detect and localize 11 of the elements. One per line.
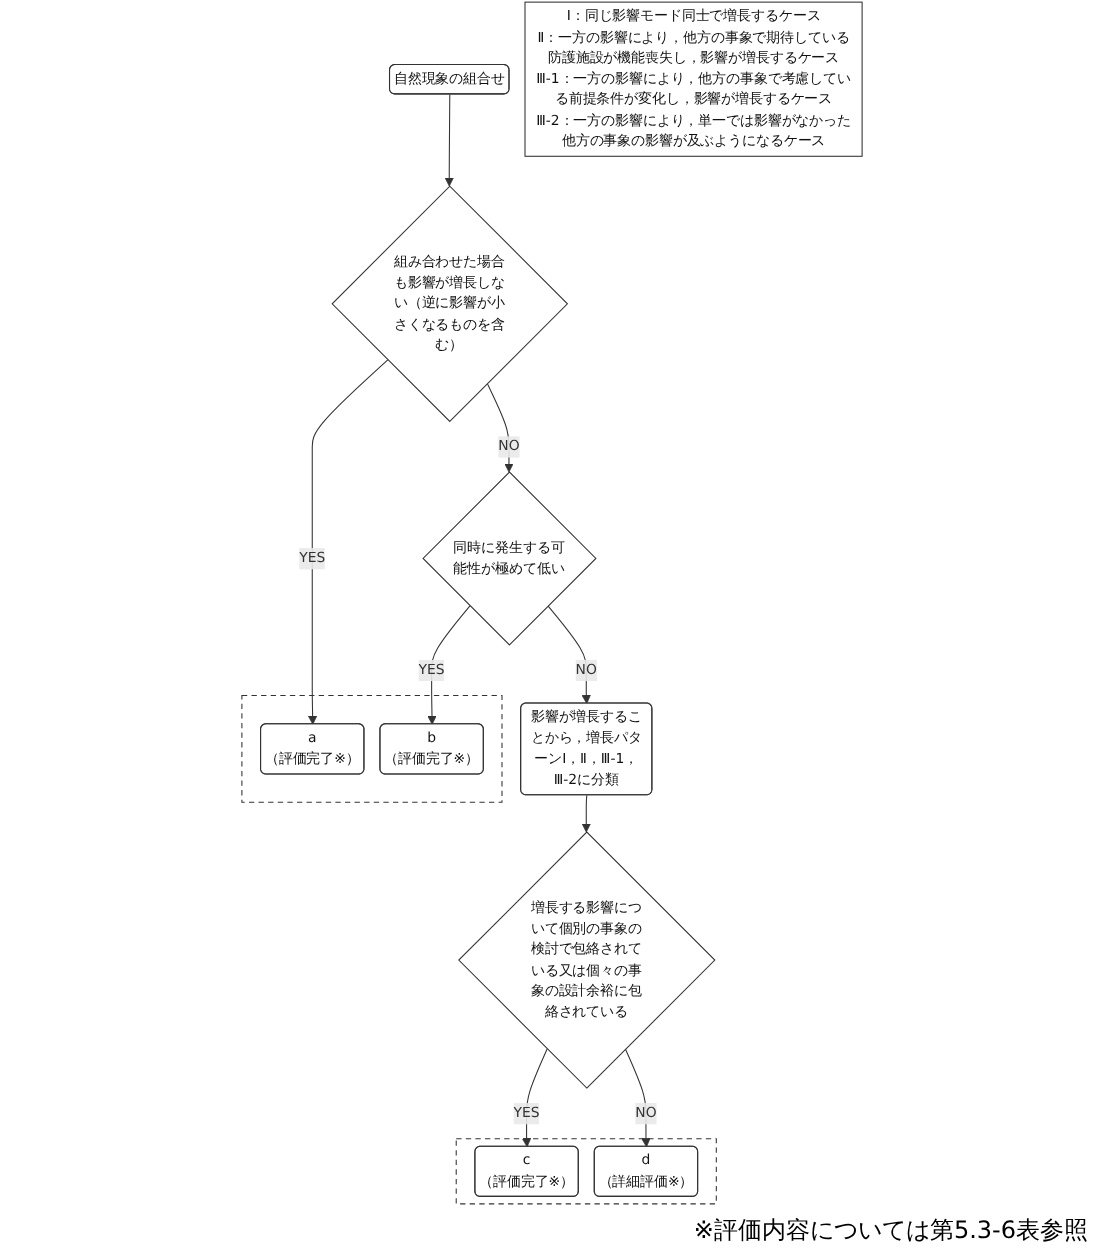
cluster <box>241 695 503 803</box>
cluster <box>455 1138 717 1205</box>
arrow <box>581 794 591 833</box>
arrow <box>486 382 514 473</box>
arrow <box>307 359 389 725</box>
arrow <box>624 1048 651 1148</box>
arrow <box>427 605 471 725</box>
arrow <box>444 93 454 187</box>
arrow <box>521 1048 548 1148</box>
note-text: ※評価内容については第5.3-6表参照 <box>691 1214 1090 1248</box>
arrow <box>547 605 591 704</box>
